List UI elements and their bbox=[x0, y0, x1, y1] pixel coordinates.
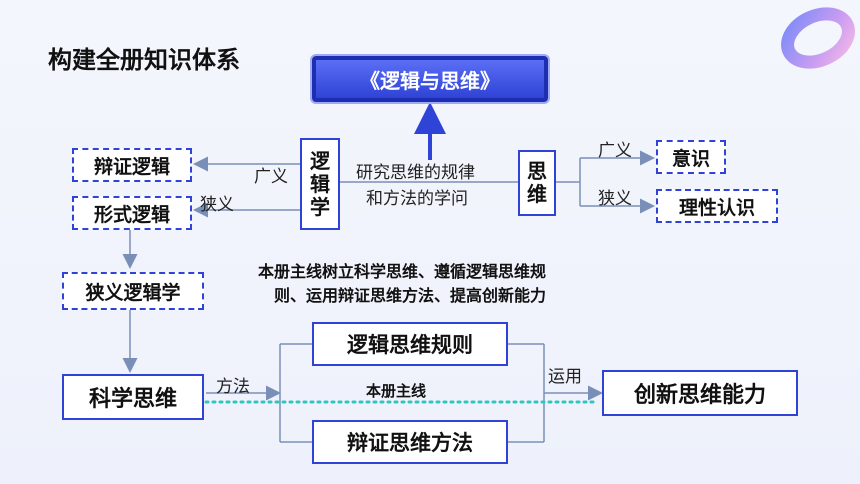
torus-decoration-icon bbox=[781, 7, 855, 69]
logic-char-1: 逻 bbox=[310, 148, 330, 173]
logic-char-2: 辑 bbox=[310, 171, 330, 196]
mainline-desc-line1: 本册主线树立科学思维、遵循逻辑思维规 bbox=[258, 262, 547, 281]
page-title: 构建全册知识体系 bbox=[48, 46, 240, 74]
scientific-thinking-box: 科学思维 bbox=[62, 374, 204, 420]
dialectic-method-box: 辩证思维方法 bbox=[312, 420, 508, 464]
consciousness-box: 意识 bbox=[656, 140, 726, 174]
dialectical-logic-box: 辩证逻辑 bbox=[72, 148, 192, 182]
narrow-logic-box: 狭义逻辑学 bbox=[62, 272, 204, 310]
rational-cognition-box: 理性认识 bbox=[656, 189, 778, 223]
method-label: 方法 bbox=[216, 377, 250, 397]
right-narrow-label: 狭义 bbox=[598, 189, 632, 209]
mainline-desc-line2: 则、运用辩证思维方法、提高创新能力 bbox=[274, 286, 547, 305]
right-broad-label: 广义 bbox=[598, 141, 632, 161]
formal-logic-box: 形式逻辑 bbox=[72, 196, 192, 230]
apply-label: 运用 bbox=[548, 367, 582, 387]
mainline-label: 本册主线 bbox=[366, 382, 427, 400]
left-narrow-label: 狭义 bbox=[200, 195, 234, 215]
logic-char-3: 学 bbox=[310, 194, 330, 219]
innovative-thinking-box: 创新思维能力 bbox=[602, 370, 798, 416]
book-title-box: 《逻辑与思维》 bbox=[312, 56, 548, 102]
research-text-line2: 和方法的学问 bbox=[366, 189, 468, 209]
thinking-char-1: 思 bbox=[527, 159, 547, 183]
logic-rules-box: 逻辑思维规则 bbox=[312, 322, 508, 366]
left-broad-label: 广义 bbox=[254, 167, 288, 187]
research-text-line1: 研究思维的规律 bbox=[356, 163, 475, 183]
logic-box: 逻 辑 学 bbox=[300, 138, 340, 230]
thinking-char-2: 维 bbox=[527, 182, 547, 206]
thinking-box: 思 维 bbox=[518, 150, 556, 216]
